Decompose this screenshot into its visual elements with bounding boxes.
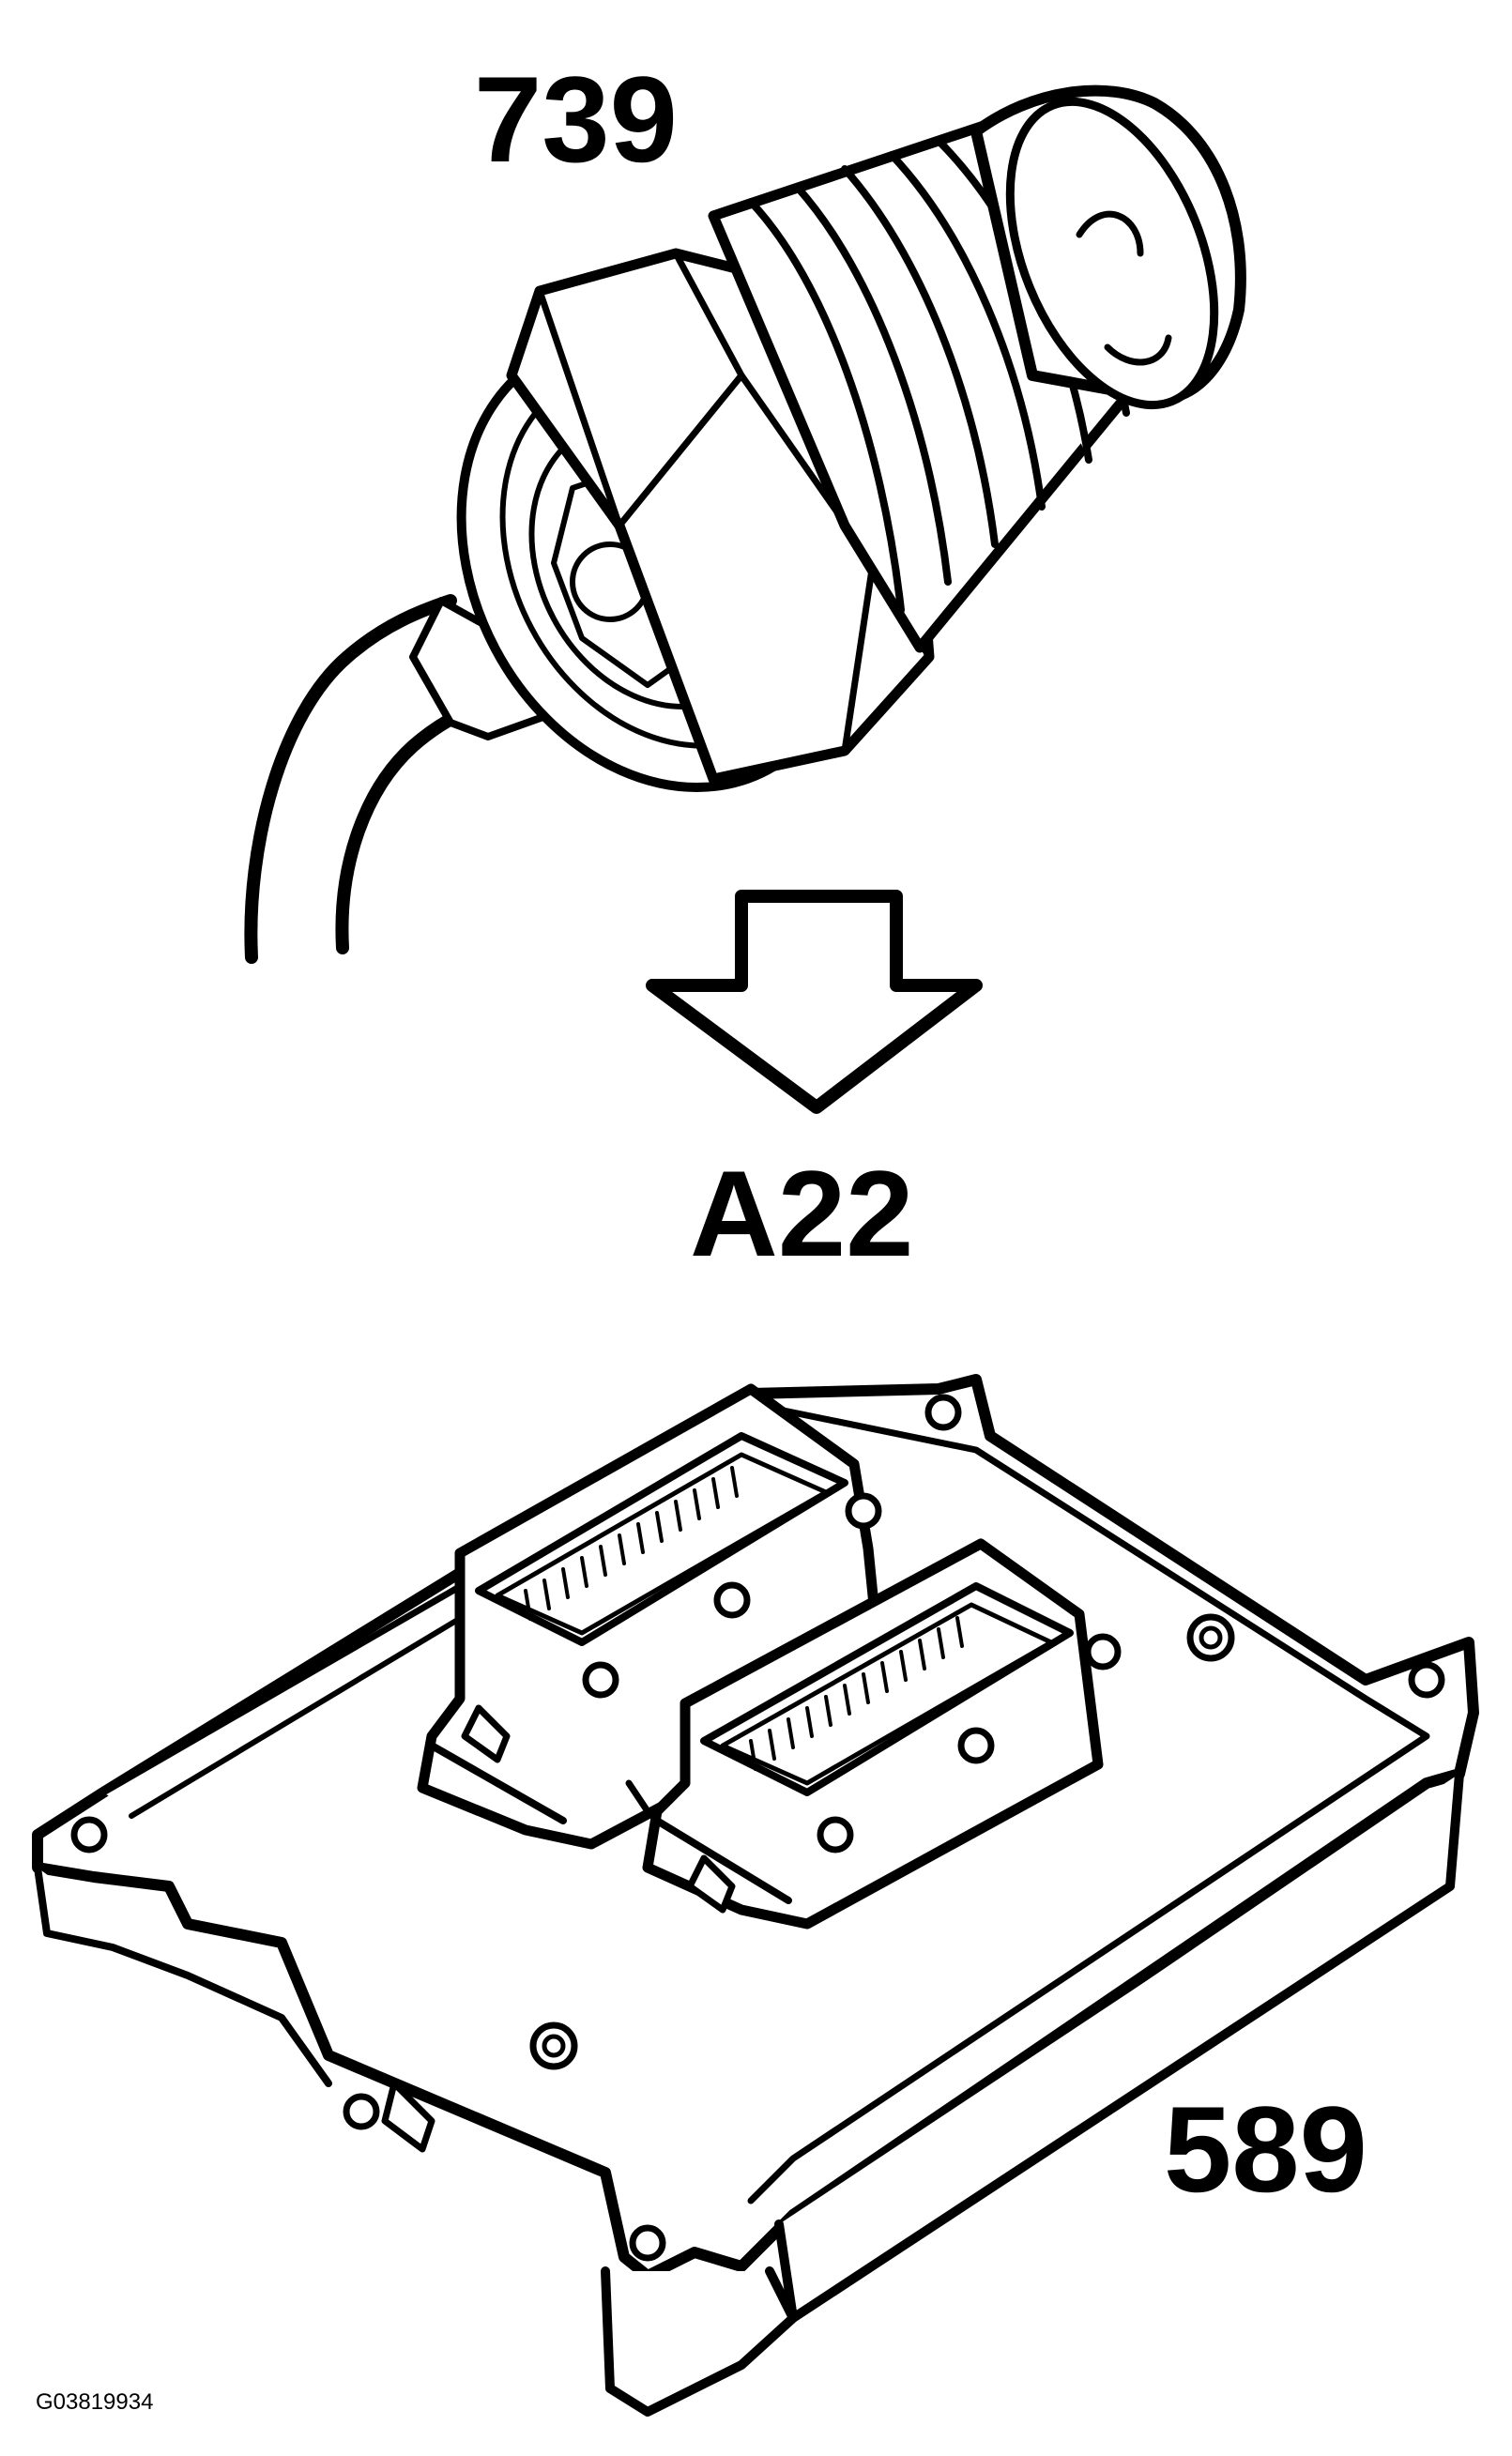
sensor-callout-label: 739 xyxy=(474,51,678,188)
sensor-drawing xyxy=(244,84,1246,964)
figure-code: G03819934 xyxy=(36,2389,154,2415)
sensor-tip xyxy=(970,84,1246,410)
module-connector-right xyxy=(625,1538,1122,1930)
connection-callout-label: A22 xyxy=(690,1145,914,1282)
arrow-down-icon xyxy=(646,890,983,1114)
module-callout-label: 589 xyxy=(1164,2081,1367,2218)
control-module-drawing xyxy=(32,1374,1479,2417)
